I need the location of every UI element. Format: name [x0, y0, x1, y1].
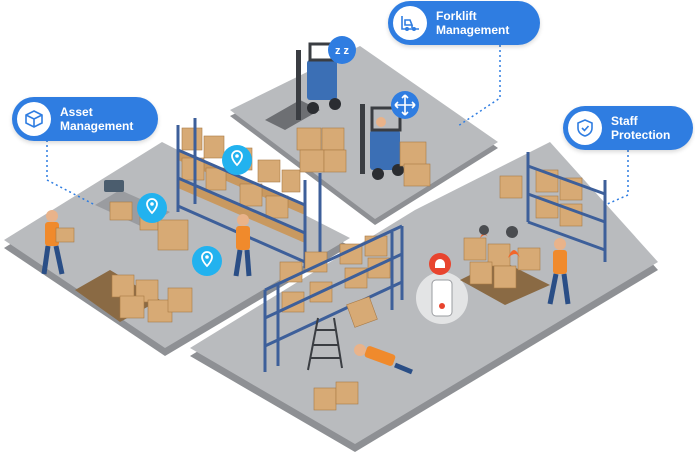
location-pin-icon — [192, 246, 222, 276]
staff-label-line2: Protection — [611, 128, 671, 142]
staff-protection-label: Staff Protection — [563, 106, 693, 150]
asset-label-line2: Management — [60, 119, 134, 133]
ladder — [307, 317, 343, 371]
worker-carrying-box — [41, 210, 75, 275]
active-forklift — [360, 104, 431, 187]
asset-pallet-boxes — [75, 270, 193, 323]
forklift-icon — [393, 6, 427, 40]
parked-forklift — [265, 42, 341, 130]
connector-lines — [46, 45, 629, 206]
staff-shelf-rack — [263, 224, 404, 372]
staff-rack-right — [499, 152, 607, 262]
location-pin-icon — [137, 193, 167, 223]
falling-box — [346, 296, 378, 328]
worker-with-scanner — [233, 214, 252, 277]
location-pin-icon — [222, 145, 252, 175]
forklift-label-line1: Forklift — [436, 9, 477, 23]
shield-icon — [568, 111, 602, 145]
move-arrows-icon — [391, 91, 419, 119]
staff-worker — [547, 238, 571, 305]
floor-boxes — [313, 381, 359, 411]
forklift-boxes — [296, 127, 347, 173]
sleep-badge: z z — [328, 36, 356, 64]
fire-boxes — [460, 225, 550, 305]
fallen-worker — [354, 344, 413, 375]
staff-label-line1: Staff — [611, 114, 638, 128]
forklift-management-label: Forklift Management — [388, 1, 540, 45]
box-icon — [17, 102, 51, 136]
asset-label-line1: Asset — [60, 105, 93, 119]
svg-text:z z: z z — [335, 45, 350, 57]
alarm-device — [416, 272, 468, 324]
siren-icon — [429, 253, 451, 275]
forklift-label-line2: Management — [436, 23, 510, 37]
asset-management-label: Asset Management — [12, 97, 158, 141]
